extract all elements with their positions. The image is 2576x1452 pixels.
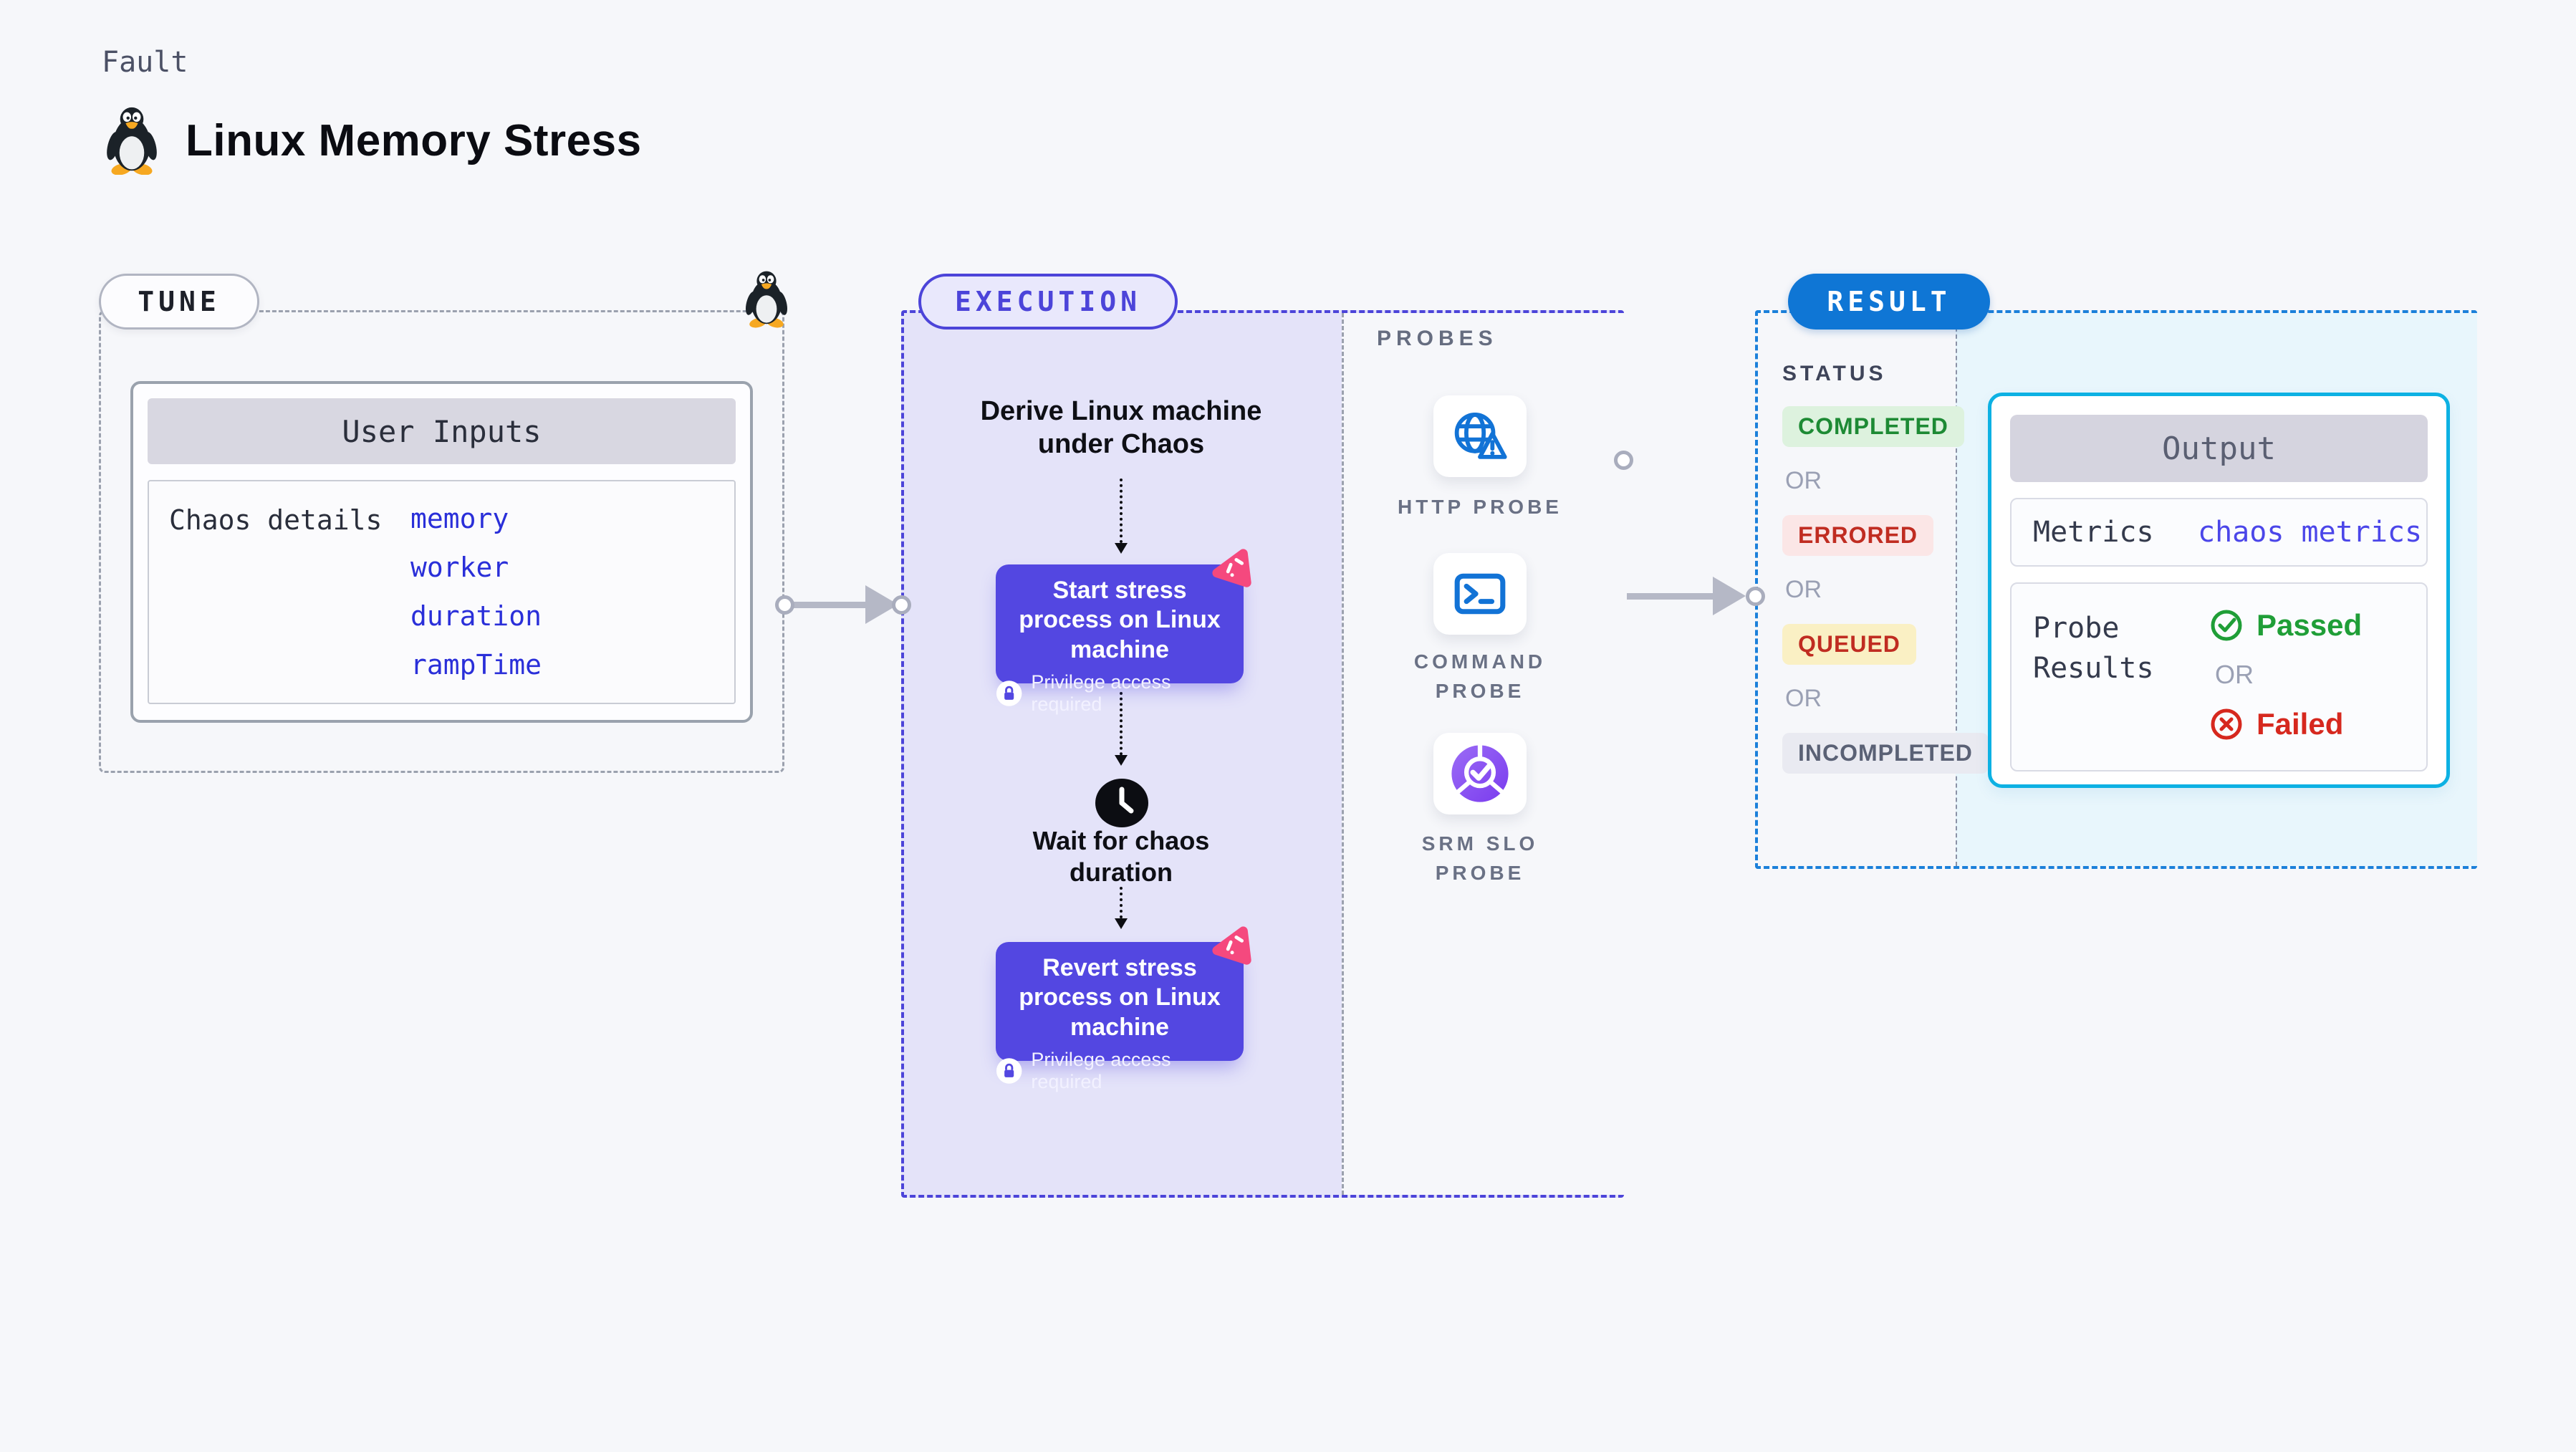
status-column: STATUS COMPLETED OR ERRORED OR QUEUED OR… — [1782, 362, 1989, 774]
privilege-row: Privilege access required — [996, 671, 1244, 716]
flow-arrow-down — [1115, 479, 1128, 554]
slo-gauge-icon — [1451, 744, 1509, 802]
globe-alert-icon — [1454, 413, 1507, 459]
probe-results-row: Probe Results Passed OR Faile — [2010, 582, 2428, 771]
passed-line: Passed — [2209, 608, 2362, 643]
probe-results-values: Passed OR Failed — [2209, 608, 2362, 770]
output-card: Output Metrics chaos metrics Probe Resul… — [1988, 393, 2450, 788]
flow-arrow-down — [1115, 887, 1128, 929]
or-separator: OR — [1785, 467, 1822, 494]
input-value: worker — [410, 552, 509, 583]
connector-node — [892, 595, 911, 615]
execution-pill: EXECUTION — [918, 274, 1178, 330]
status-items: COMPLETED OR ERRORED OR QUEUED OR INCOMP… — [1782, 406, 1989, 774]
lock-icon — [996, 1058, 1022, 1085]
connector-node — [1746, 587, 1765, 606]
probe-results-label: Probe Results — [2033, 612, 2154, 685]
step-title: Start stress process on Linux machine — [1019, 577, 1221, 663]
page-title: Linux Memory Stress — [186, 115, 642, 165]
input-value: memory — [410, 503, 509, 534]
status-badge-incompleted: INCOMPLETED — [1782, 733, 1989, 774]
flow-arrow-down — [1115, 692, 1128, 766]
fault-kicker: Fault — [102, 46, 188, 79]
lock-icon — [996, 681, 1022, 707]
or-separator: OR — [1785, 685, 1822, 712]
metrics-value: chaos metrics — [2198, 516, 2423, 549]
clock-icon — [1095, 778, 1149, 832]
check-circle-icon — [2211, 610, 2242, 641]
tune-pill: TUNE — [99, 274, 259, 330]
privilege-label: Privilege access required — [1031, 1049, 1171, 1093]
tux-penguin-icon — [104, 106, 160, 175]
privilege-label: Privilege access required — [1031, 671, 1171, 716]
connector-node — [775, 595, 794, 615]
result-pill: RESULT — [1788, 274, 1990, 330]
start-stress-step: Start stress process on Linux machine Pr… — [996, 549, 1251, 715]
input-value: rampTime — [410, 649, 542, 681]
input-value: duration — [410, 600, 542, 632]
http-probe-label: HTTP PROBE — [1398, 496, 1562, 518]
arrowhead — [1713, 577, 1746, 615]
status-badge-completed: COMPLETED — [1782, 406, 1964, 447]
arrow-tune-to-execution — [788, 602, 871, 608]
user-inputs-header: User Inputs — [148, 398, 736, 464]
metrics-label: Metrics — [2033, 516, 2154, 549]
command-probe-label: COMMAND PROBE — [1413, 650, 1547, 702]
or-separator: OR — [2215, 660, 2254, 689]
http-probe-card — [1433, 395, 1527, 477]
chaos-experiment-icon — [1211, 547, 1255, 595]
title-row: Linux Memory Stress — [104, 106, 642, 175]
status-label: STATUS — [1782, 362, 1887, 385]
passed-label: Passed — [2257, 608, 2363, 642]
status-badge-errored: ERRORED — [1782, 515, 1934, 556]
revert-stress-step: Revert stress process on Linux machine P… — [996, 926, 1251, 1092]
srm-slo-probe-label: SRM SLO PROBE — [1421, 832, 1539, 884]
terminal-icon — [1454, 573, 1506, 615]
tune-section — [99, 310, 784, 773]
command-probe-card — [1433, 553, 1527, 635]
failed-label: Failed — [2257, 707, 2344, 741]
metrics-row: Metrics chaos metrics — [2010, 498, 2428, 567]
x-circle-icon — [2211, 708, 2242, 740]
tux-penguin-icon — [744, 269, 789, 332]
failed-line: Failed — [2209, 707, 2362, 741]
status-badge-queued: QUEUED — [1782, 624, 1916, 665]
chaos-experiment-icon — [1211, 925, 1255, 973]
chaos-details-label: Chaos details — [169, 504, 383, 536]
output-header: Output — [2010, 415, 2428, 482]
wait-step-text: Wait for chaos duration — [1032, 826, 1210, 887]
user-inputs-body: Chaos details memory worker duration ram… — [148, 480, 736, 704]
privilege-row: Privilege access required — [996, 1049, 1244, 1093]
derive-step-text: Derive Linux machine under Chaos — [980, 396, 1262, 459]
arrow-execution-to-result — [1627, 593, 1719, 600]
step-title: Revert stress process on Linux machine — [1019, 954, 1221, 1041]
connector-node — [1614, 451, 1633, 470]
chaos-details-values: memory worker duration rampTime — [410, 504, 542, 679]
probes-panel-label: PROBES — [1377, 327, 1498, 350]
or-separator: OR — [1785, 576, 1822, 603]
srm-slo-probe-card — [1433, 733, 1527, 814]
user-inputs-card: User Inputs Chaos details memory worker … — [130, 381, 753, 723]
